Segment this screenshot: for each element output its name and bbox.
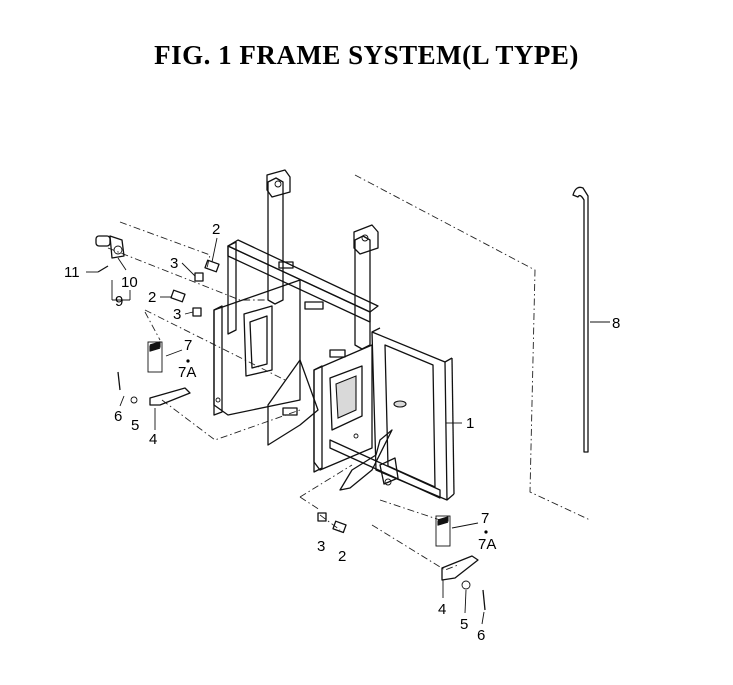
bolts-and-nuts: [170, 259, 347, 534]
figure-title: FIG. 1 FRAME SYSTEM(L TYPE): [154, 40, 579, 70]
assembly-lines: [107, 174, 591, 571]
left-spring-assembly: [117, 341, 191, 407]
callout-2-bottom: 2: [338, 548, 346, 565]
callout-4-left: 4: [149, 431, 157, 448]
callout-7A-left: 7A: [178, 364, 196, 381]
callout-2-mid: 2: [148, 289, 156, 306]
callout-7-right: 7: [481, 510, 489, 527]
callout-3-bottom: 3: [317, 538, 325, 555]
callout-9: 9: [115, 293, 123, 310]
main-frame-part-1: [213, 169, 455, 501]
right-spring-assembly: [435, 515, 486, 611]
callout-6-right: 6: [477, 627, 485, 644]
callout-5-left: 5: [131, 417, 139, 434]
callout-11: 11: [64, 264, 80, 281]
callout-1: 1: [466, 415, 474, 432]
callout-labels: 1 2 2 2 3 3 3 4 4 5 5 6 6 7 7A 7 7A 8 9 …: [64, 221, 620, 644]
callout-6-left: 6: [114, 408, 122, 425]
callout-2-top: 2: [212, 221, 220, 238]
callout-4-right: 4: [438, 601, 446, 618]
latch-assembly-part-9: [86, 235, 131, 301]
callout-3-mid: 3: [173, 306, 181, 323]
callout-7-left: 7: [184, 337, 192, 354]
callout-8: 8: [612, 315, 620, 332]
callout-5-right: 5: [460, 616, 468, 633]
rod-part-8: [572, 186, 610, 453]
callout-3-top: 3: [170, 255, 178, 272]
callout-10: 10: [121, 274, 138, 291]
callout-7A-right: 7A: [478, 536, 496, 553]
